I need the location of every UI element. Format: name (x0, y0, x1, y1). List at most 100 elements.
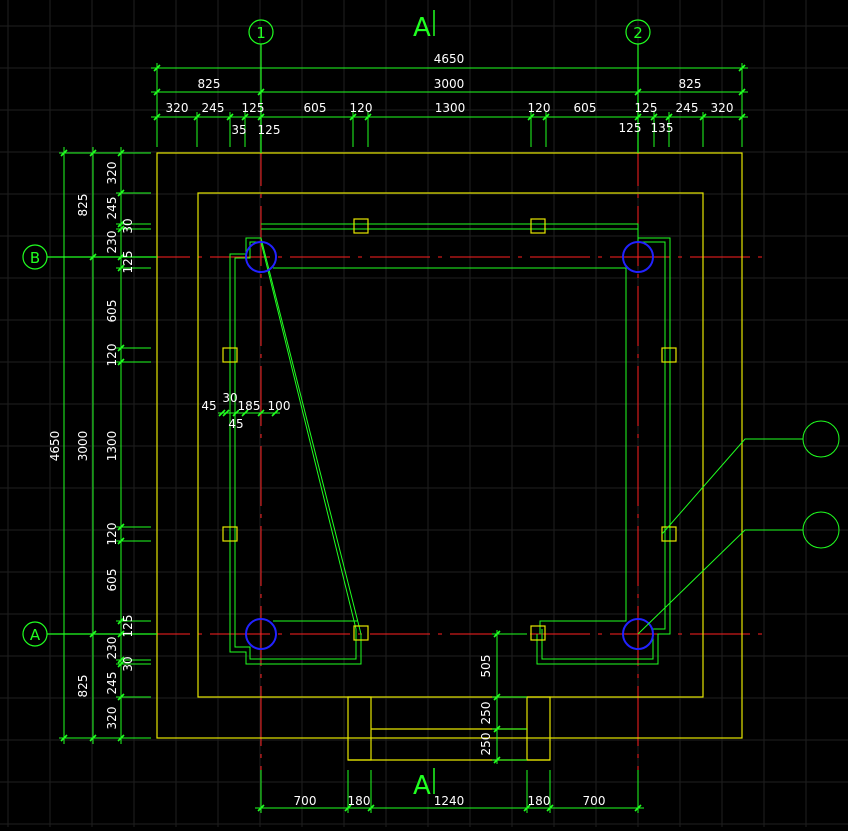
dim-bottom: 700 (294, 794, 317, 808)
axis-label-b: B (30, 249, 40, 267)
dim-top-row3: 125 (635, 101, 658, 115)
dim-top-row4: 125 (258, 123, 281, 137)
dim-top-row3: 605 (304, 101, 327, 115)
dim-left-col2: 825 (76, 194, 90, 217)
dim-step: 250 (479, 733, 493, 756)
dim-wall: 45 (201, 399, 216, 413)
dimension-texts-vertical: 4650 825 3000 825 320 245 30 230 125 605… (48, 162, 493, 756)
section-label-bottom: A (413, 771, 431, 801)
dim-top-row4: 135 (651, 121, 674, 135)
axis-label-a: A (30, 626, 41, 644)
dim-left-col3: 605 (105, 300, 119, 323)
post[interactable] (353, 625, 369, 641)
dim-left-col3: 245 (105, 197, 119, 220)
dim-bottom: 180 (348, 794, 371, 808)
dim-left-col3: 320 (105, 162, 119, 185)
column-b1[interactable] (245, 241, 277, 273)
dim-top-row3: 320 (711, 101, 734, 115)
post[interactable] (222, 347, 238, 363)
dim-left-col3: 30 (121, 218, 135, 233)
dimension-tick-wall (271, 409, 279, 417)
post[interactable] (530, 218, 546, 234)
dim-top-row3: 125 (242, 101, 265, 115)
inner-slab-outline (197, 192, 704, 698)
dim-top-row3: 1300 (435, 101, 466, 115)
post[interactable] (222, 526, 238, 542)
slab-outlines (156, 152, 743, 761)
dimension-tick-wall (232, 409, 240, 417)
dim-bottom: 180 (528, 794, 551, 808)
dim-top-row4: 125 (619, 121, 642, 135)
axis-bubbles (22, 19, 651, 647)
post[interactable] (661, 347, 677, 363)
dim-wall: 100 (268, 399, 291, 413)
detail-leaders (637, 420, 840, 635)
leader-line-1 (661, 438, 803, 535)
dim-left-col3: 125 (121, 615, 135, 638)
dim-top-row2: 3000 (434, 77, 465, 91)
dim-top-row3: 120 (528, 101, 551, 115)
dimension-tick-wall (257, 409, 265, 417)
outer-slab-outline (156, 152, 743, 739)
dim-left-col3: 245 (105, 672, 119, 695)
dim-left-col3: 120 (105, 523, 119, 546)
wall-outlines (229, 223, 671, 665)
dim-bottom: 700 (583, 794, 606, 808)
section-label-top: A (413, 13, 431, 43)
post[interactable] (353, 218, 369, 234)
axis-label-2: 2 (633, 24, 643, 42)
dim-left-col2: 825 (76, 675, 90, 698)
dim-left-col3: 605 (105, 569, 119, 592)
dimension-tick-wall (241, 409, 249, 417)
post[interactable] (661, 526, 677, 542)
dim-left-total: 4650 (48, 431, 62, 462)
dim-top-row3: 245 (202, 101, 225, 115)
dim-step: 505 (479, 655, 493, 678)
columns (245, 241, 654, 650)
dim-top-row4: 35 (231, 123, 246, 137)
dim-top-total: 4650 (434, 52, 465, 66)
column-b2[interactable] (622, 241, 654, 273)
dimension-tick-wall (222, 409, 230, 417)
dim-bottom: 1240 (434, 794, 465, 808)
dim-wall: 185 (238, 399, 261, 413)
wall-outer (229, 223, 671, 665)
dim-left-col2: 3000 (76, 431, 90, 462)
dimension-tick-wall (218, 409, 226, 417)
dim-wall: 30 (222, 391, 237, 405)
detail-callout-circle[interactable] (802, 511, 840, 549)
dim-left-col3: 125 (121, 251, 135, 274)
posts (222, 218, 677, 641)
axis-label-1: 1 (256, 24, 266, 42)
dim-top-row2: 825 (198, 77, 221, 91)
axis-bubble-texts: 1 2 B A (30, 24, 643, 644)
dim-step: 250 (479, 702, 493, 725)
column-a1[interactable] (245, 618, 277, 650)
dim-left-col3: 320 (105, 707, 119, 730)
wall-inner (273, 267, 627, 634)
section-marks: A A (413, 10, 435, 801)
dim-left-col3: 120 (105, 344, 119, 367)
dim-left-col3: 30 (121, 656, 135, 671)
dim-top-row3: 120 (350, 101, 373, 115)
leader-line-2 (637, 529, 803, 635)
detail-callout-circle[interactable] (802, 420, 840, 458)
column-a2[interactable] (622, 618, 654, 650)
dim-left-col3: 230 (105, 231, 119, 254)
post[interactable] (530, 625, 546, 641)
dim-top-row3: 605 (574, 101, 597, 115)
dimension-texts: 4650 825 3000 825 320 245 125 605 120 13… (166, 52, 734, 808)
dim-left-col3: 1300 (105, 431, 119, 462)
axis-lines (50, 46, 765, 785)
dim-left-col3: 230 (105, 637, 119, 660)
dim-wall: 45 (228, 417, 243, 431)
dim-top-row2: 825 (679, 77, 702, 91)
step-left (347, 696, 372, 761)
wall-mid (234, 228, 666, 660)
step-right (526, 696, 551, 761)
dim-top-row3: 320 (166, 101, 189, 115)
dimension-lines (59, 63, 748, 813)
